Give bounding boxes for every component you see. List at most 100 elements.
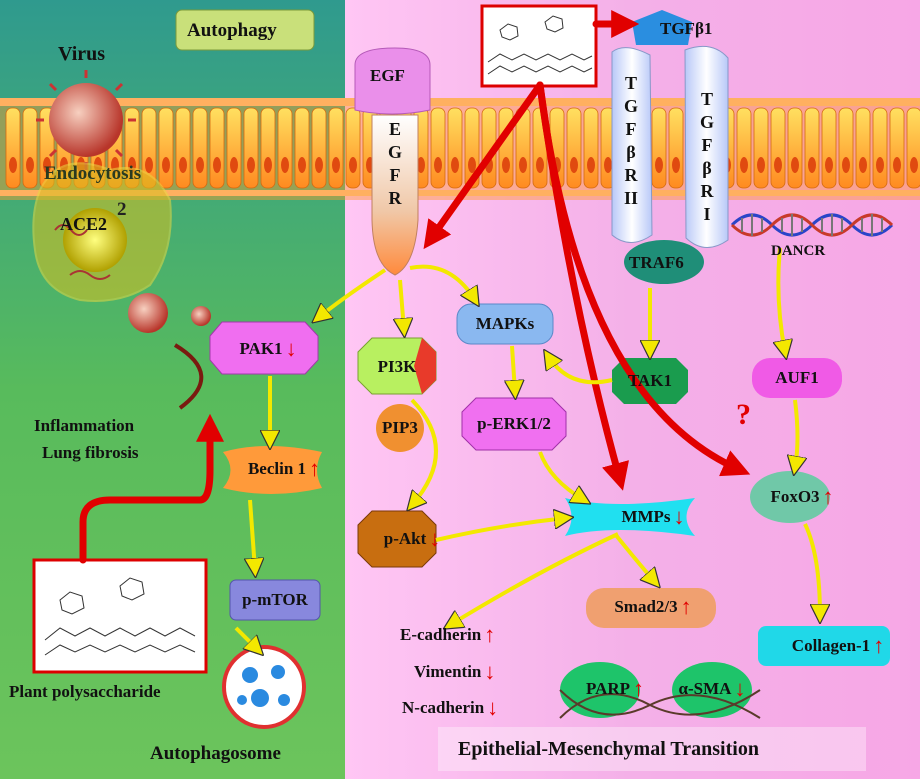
epithelial-cell: [345, 107, 361, 189]
cell-nucleus: [145, 157, 153, 173]
smad23-reg-arrow: ↑: [680, 594, 692, 619]
cell-nucleus: [9, 157, 17, 173]
plant-polysaccharide-label: Plant polysaccharide: [9, 682, 161, 701]
cell-nucleus: [893, 157, 901, 173]
epithelial-cell: [209, 107, 225, 189]
tgfbr2-receptor: [611, 47, 653, 243]
cell-nucleus: [43, 157, 51, 173]
node-shapes: [209, 303, 890, 771]
asma-node: α-SMA↓: [678, 676, 746, 701]
epithelial-cell: [736, 107, 752, 189]
epithelial-cell: [906, 107, 920, 189]
lung-fibrosis-label: Lung fibrosis: [42, 443, 139, 462]
cell-nucleus: [196, 157, 204, 173]
epithelial-cell: [158, 107, 174, 189]
pi3k-node: PI3K: [377, 357, 417, 376]
epithelial-cell: [838, 107, 854, 189]
epithelial-cell: [770, 107, 786, 189]
egf-ligand: [354, 47, 431, 115]
ncadherin-reg-arrow: ↓: [487, 695, 499, 720]
epithelial-cell: [5, 107, 21, 189]
egfr-receptor: [371, 114, 419, 276]
collagen1-node: Collagen-1↑: [791, 633, 885, 658]
epithelial-cell: [583, 107, 599, 189]
epithelial-cell: [668, 107, 684, 189]
epithelial-cell: [566, 107, 582, 189]
vimentin-row: Vimentin↓: [414, 659, 496, 684]
inflammation-arrow: [173, 343, 204, 410]
cell-nucleus: [791, 157, 799, 173]
dancr-dna-icon: [730, 213, 894, 237]
asma-reg-arrow: ↓: [734, 676, 746, 701]
cell-nucleus: [417, 157, 425, 173]
foxo3-reg-arrow: ↑: [822, 484, 834, 509]
endocytosis-label: Endocytosis: [44, 163, 142, 184]
cell-nucleus: [281, 157, 289, 173]
tgfb1-ligand: [632, 10, 692, 45]
ecadherin-row: E-cadherin↑: [400, 622, 496, 647]
ace2-superscript: 2: [117, 199, 127, 220]
ncadherin-row: N-cadherin↓: [402, 695, 499, 720]
polysaccharide-top-structure: [480, 4, 598, 88]
epithelial-cell: [447, 107, 463, 189]
epithelial-cell: [430, 107, 446, 189]
red-arrows: [79, 10, 751, 564]
epithelial-cell: [821, 107, 837, 189]
pak1-reg-arrow: ↓: [285, 336, 297, 361]
cell-nucleus: [740, 157, 748, 173]
pakt-reg-arrow: ↓: [429, 526, 441, 551]
foxo3-node: FoxO3↑: [770, 484, 834, 509]
cell-nucleus: [230, 157, 238, 173]
perk-node: p-ERK1/2: [477, 414, 551, 433]
epithelial-cell: [22, 107, 38, 189]
smad23-node: Smad2/3↑: [614, 594, 692, 619]
cell-nucleus: [247, 157, 255, 173]
epithelial-cell: [277, 107, 293, 189]
cell-nucleus: [179, 157, 187, 173]
cell-nucleus: [213, 157, 221, 173]
epithelial-cell: [804, 107, 820, 189]
epithelial-cell: [753, 107, 769, 189]
small-virus-icon: [128, 293, 211, 333]
cell-nucleus: [502, 157, 510, 173]
mmps-node: MMPs↓: [621, 504, 685, 529]
virus-icon: [36, 70, 136, 170]
autophagy-title: Autophagy: [187, 20, 277, 41]
epithelial-cell: [787, 107, 803, 189]
epithelial-cell: [328, 107, 344, 189]
cell-nucleus: [842, 157, 850, 173]
cell-nucleus: [604, 157, 612, 173]
dancr-label: DANCR: [771, 243, 826, 259]
cell-nucleus: [672, 157, 680, 173]
beclin1-reg-arrow: ↑: [309, 456, 321, 481]
plant-polysaccharide-structure: [32, 558, 208, 674]
cell-nucleus: [26, 157, 34, 173]
cell-nucleus: [876, 157, 884, 173]
mapks-node: MAPKs: [475, 314, 535, 333]
cell-nucleus: [655, 157, 663, 173]
cell-nucleus: [587, 157, 595, 173]
ecadherin-reg-arrow: ↑: [484, 622, 496, 647]
yellow-arrows: [234, 247, 820, 650]
epithelial-cell: [243, 107, 259, 189]
ace2-cell-icon: [32, 162, 172, 302]
auf1-node: AUF1: [775, 368, 819, 387]
cell-nucleus: [468, 157, 476, 173]
cell-nucleus: [757, 157, 765, 173]
pakt-node: p-Akt↓: [383, 526, 441, 551]
epithelial-cell: [260, 107, 276, 189]
pmtor-node: p-mTOR: [242, 590, 308, 609]
epithelial-cell: [226, 107, 242, 189]
epithelial-cell: [872, 107, 888, 189]
tgfb1-label: TGFβ1: [660, 19, 713, 38]
emt-label: Epithelial-Mesenchymal Transition: [458, 738, 759, 760]
cell-nucleus: [434, 157, 442, 173]
ace2-label: ACE2: [60, 214, 108, 234]
epithelial-cell: [889, 107, 905, 189]
cell-nucleus: [315, 157, 323, 173]
cell-nucleus: [570, 157, 578, 173]
